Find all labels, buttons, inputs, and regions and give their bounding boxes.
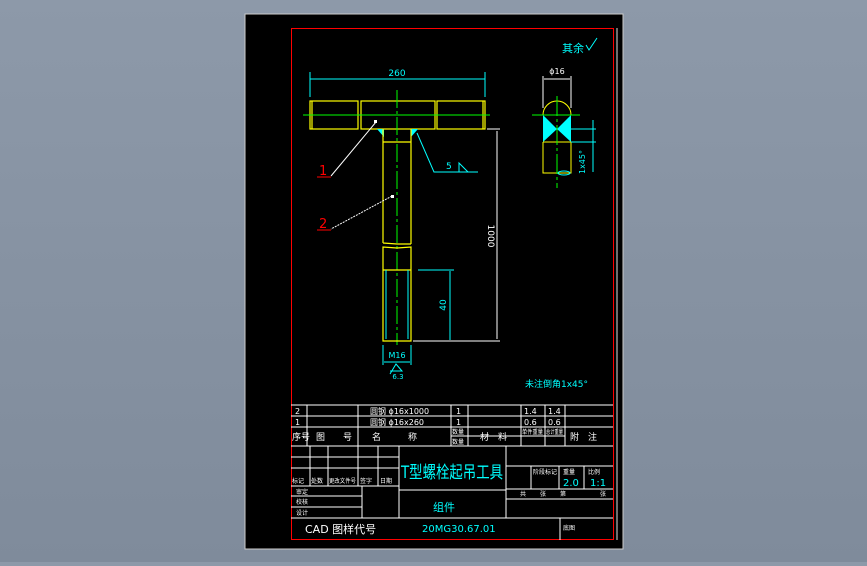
svg-text:圆钢 ϕ16x260: 圆钢 ϕ16x260 (370, 417, 424, 427)
weld-leader (416, 132, 478, 173)
svg-text:圆钢 ϕ16x1000: 圆钢 ϕ16x1000 (370, 406, 429, 416)
header-qty-top: 数量 (452, 428, 464, 436)
leader-2-dot (391, 195, 394, 198)
header-seq: 序号 (292, 431, 310, 443)
svg-text:1: 1 (456, 407, 461, 416)
svg-text:重量: 重量 (563, 468, 575, 476)
roughness-value: 6.3 (392, 373, 403, 381)
svg-text:校核: 校核 (296, 498, 308, 506)
dim-1000 (413, 128, 500, 342)
parts-row[interactable]: 2 圆钢 ϕ16x1000 1 1.4 1.4 (295, 406, 561, 416)
dim-m16-text: M16 (388, 351, 405, 360)
svg-text:1.4: 1.4 (524, 407, 537, 416)
svg-text:日期: 日期 (380, 477, 392, 485)
title-block-labels: 标记 处数 更改文件号 签字 日期 审定 校核 设计 阶段标记 重量 比例 共 … (292, 468, 606, 532)
roughness-note: 其余 (562, 41, 584, 55)
svg-text:标记: 标记 (292, 477, 304, 485)
dim-diameter (542, 76, 572, 108)
drawing-subtitle: 组件 (433, 500, 455, 514)
side-view[interactable] (532, 96, 580, 188)
dim-1000-text: 1000 (485, 225, 495, 248)
svg-text:1: 1 (295, 418, 300, 427)
svg-text:张: 张 (600, 490, 606, 498)
header-material: 材 料 (480, 431, 507, 443)
svg-text:更改文件号: 更改文件号 (329, 477, 356, 485)
header-name: 名 称 (372, 431, 417, 443)
svg-text:张: 张 (540, 490, 546, 498)
svg-text:签字: 签字 (360, 477, 372, 485)
leader-1 (330, 121, 377, 177)
header-unit-weight: 单件重量 (522, 428, 543, 436)
roughness-check-icon (585, 37, 598, 51)
svg-text:共: 共 (520, 490, 526, 498)
dim-diameter-text: ϕ16 (549, 67, 564, 76)
drawing-title: T型螺栓起吊工具 (400, 463, 503, 483)
dim-260-text: 260 (388, 69, 405, 79)
svg-text:阶段标记: 阶段标记 (533, 468, 557, 476)
dim-chamfer (571, 120, 596, 172)
parts-list: 2 圆钢 ϕ16x1000 1 1.4 1.4 1 圆钢 ϕ16x260 1 0… (292, 406, 597, 446)
scale-value: 1:1 (590, 478, 606, 489)
drawing-code: 20MG30.67.01 (422, 524, 496, 535)
drawing-frame (291, 28, 614, 540)
svg-text:1.4: 1.4 (548, 407, 561, 416)
dim-m16 (382, 345, 412, 375)
balloon-2[interactable]: 2 (319, 217, 327, 232)
header-qty-bottom: 数量 (452, 438, 464, 446)
balloon-1[interactable]: 1 (319, 164, 327, 179)
weld-symbol-icon (458, 161, 469, 173)
chamfer-note: 未注倒角1x45° (525, 378, 588, 390)
svg-text:0.6: 0.6 (524, 418, 537, 427)
header-drawing-no: 图 号 (316, 432, 352, 443)
dim-40 (418, 269, 454, 340)
stem-part-2[interactable] (382, 129, 412, 342)
title-block-grid (291, 446, 613, 540)
svg-text:底图: 底图 (563, 524, 575, 532)
svg-text:审定: 审定 (296, 488, 308, 496)
header-total-weight: 总计重量 (546, 428, 563, 436)
weight-value: 2.0 (563, 478, 579, 489)
drawing-sheet (244, 13, 624, 550)
svg-text:第: 第 (560, 490, 566, 498)
cad-label: CAD 图样代号 (305, 522, 376, 536)
svg-text:处数: 处数 (311, 477, 323, 485)
dim-40-text: 40 (439, 299, 449, 311)
svg-text:设计: 设计 (296, 509, 308, 517)
weld-size: 5 (446, 162, 452, 172)
svg-text:2: 2 (295, 407, 300, 416)
leader-1-dot (374, 120, 377, 123)
dim-chamfer-text: 1x45° (578, 150, 587, 174)
svg-text:0.6: 0.6 (548, 418, 561, 427)
dim-260 (309, 72, 486, 97)
svg-text:1: 1 (456, 418, 461, 427)
header-note: 附 注 (570, 431, 597, 443)
leader-2 (330, 195, 393, 230)
parts-row[interactable]: 1 圆钢 ϕ16x260 1 0.6 0.6 (295, 417, 561, 427)
svg-text:比例: 比例 (588, 468, 600, 476)
parts-list-grid (291, 404, 613, 447)
thread-lines (385, 270, 409, 339)
weld-left (377, 129, 384, 137)
weld-right (411, 129, 418, 137)
